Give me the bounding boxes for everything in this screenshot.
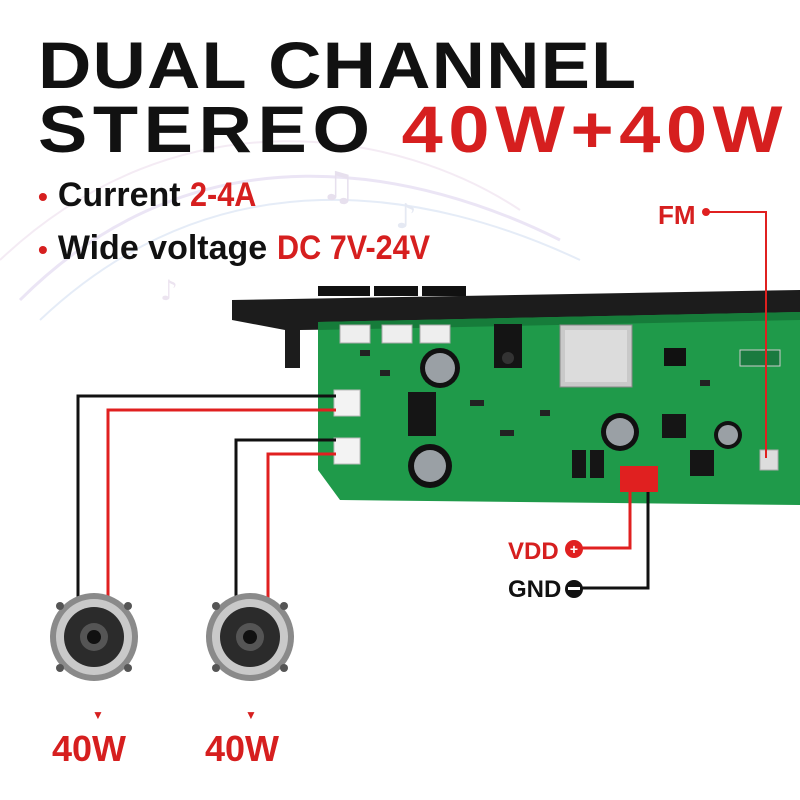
spec-voltage: • Wide voltage DC 7V-24V bbox=[38, 228, 447, 270]
wire-left-black bbox=[76, 394, 336, 600]
headline-stereo: STEREO bbox=[38, 92, 402, 166]
svg-text:+: + bbox=[570, 541, 578, 557]
spec-current: • Current 2-4A bbox=[38, 175, 264, 217]
headline-power: 40W+40W bbox=[401, 92, 789, 166]
bullet-icon: • bbox=[38, 234, 48, 265]
wire-right-red bbox=[266, 452, 336, 600]
front-panel bbox=[232, 290, 800, 368]
speaker-left-icon bbox=[50, 593, 138, 681]
spec-voltage-label: Wide voltage bbox=[57, 229, 277, 267]
headline-line-1: DUAL CHANNEL bbox=[38, 28, 638, 102]
power-connector bbox=[620, 466, 658, 492]
triangle-marker-icon: ▼ bbox=[245, 708, 257, 722]
fm-label: FM bbox=[658, 200, 696, 230]
speaker-right-power: 40W bbox=[205, 728, 280, 769]
wire-right-black bbox=[234, 438, 336, 600]
wire-gnd bbox=[576, 492, 650, 590]
gnd-label: GND bbox=[508, 576, 562, 603]
wire-vdd bbox=[576, 492, 632, 550]
minus-icon bbox=[565, 580, 583, 598]
wire-left-red bbox=[106, 408, 336, 600]
plus-icon: + bbox=[565, 540, 583, 558]
headline-line-2: STEREO 40W+40W bbox=[38, 96, 788, 162]
spec-current-value: 2-4A bbox=[190, 176, 257, 214]
svg-text:♪: ♪ bbox=[395, 197, 417, 237]
bullet-icon: • bbox=[38, 181, 48, 212]
wire-fm bbox=[706, 211, 767, 458]
triangle-marker-icon: ▼ bbox=[92, 708, 104, 722]
svg-text:♪: ♪ bbox=[160, 274, 178, 307]
speaker-right-icon bbox=[206, 593, 294, 681]
spec-current-label: Current bbox=[57, 176, 191, 214]
speaker-left-power: 40W bbox=[52, 728, 127, 769]
vdd-label: VDD bbox=[508, 538, 559, 565]
svg-text:♫: ♫ bbox=[320, 164, 356, 210]
spec-voltage-value: DC 7V-24V bbox=[276, 229, 430, 267]
